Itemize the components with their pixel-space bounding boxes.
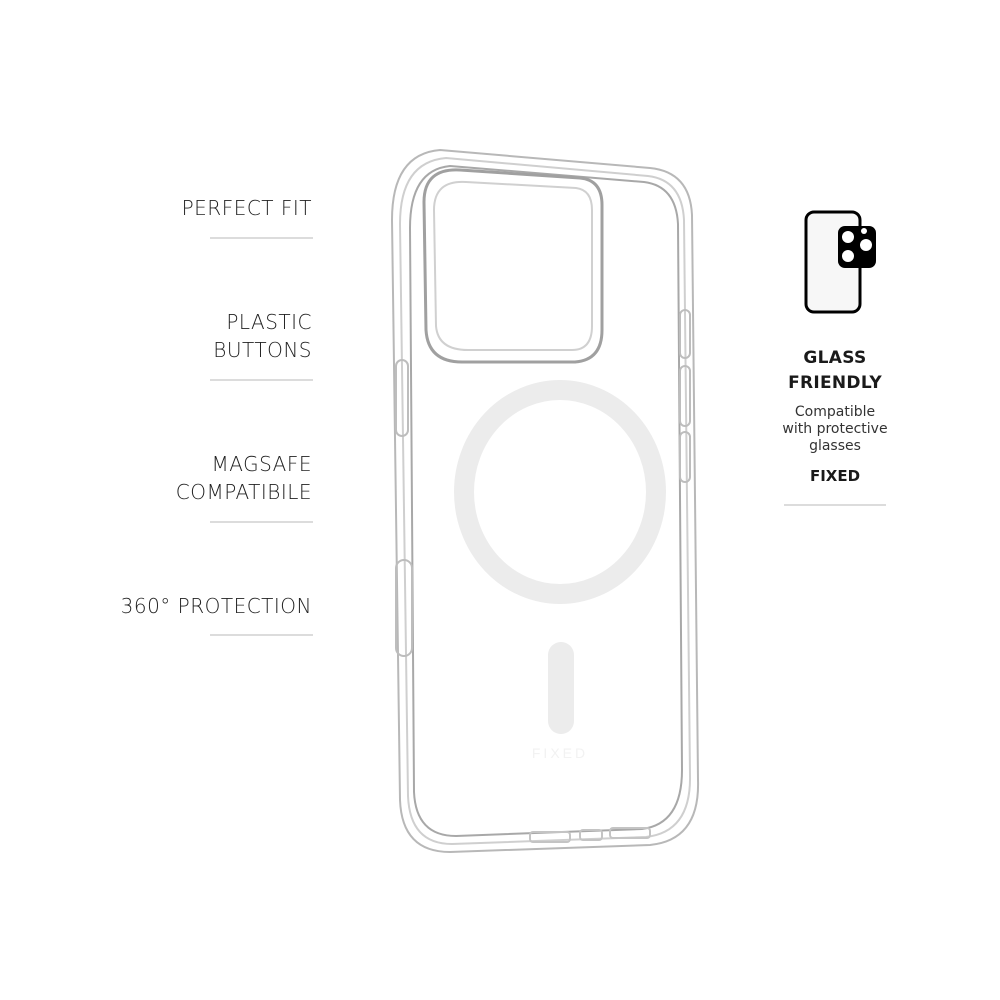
badge-desc-line: Compatible <box>794 404 876 420</box>
divider <box>210 521 313 523</box>
divider <box>210 379 313 381</box>
phone-with-camera-glass-icon <box>804 210 876 314</box>
feature-label: MAGSAFE <box>211 452 312 476</box>
divider <box>784 504 886 506</box>
feature-magsafe-compatible: MAGSAFE COMPATIBILE <box>72 450 312 506</box>
brand-logo: FIXED <box>809 467 861 485</box>
feature-plastic-buttons: PLASTIC BUTTONS <box>72 308 312 364</box>
badge-desc-line: glasses <box>809 438 861 454</box>
divider <box>210 634 313 636</box>
magsafe-ring-icon <box>454 380 666 604</box>
feature-label: COMPATIBILE <box>175 480 312 504</box>
svg-text:FIXED: FIXED <box>532 745 588 761</box>
badge-description: Compatible with protective glasses <box>770 404 900 455</box>
feature-label: 360° PROTECTION <box>120 594 312 618</box>
badge-title: FRIENDLY <box>788 373 882 393</box>
phone-case-image: FIXED <box>390 148 700 854</box>
glass-friendly-badge: GLASS FRIENDLY Compatible with protectiv… <box>770 200 900 485</box>
badge-desc-line: with protective <box>782 421 888 437</box>
badge-title: GLASS <box>803 348 867 368</box>
feature-label: PERFECT FIT <box>181 196 312 220</box>
divider <box>210 237 313 239</box>
feature-360-protection: 360° PROTECTION <box>72 592 312 620</box>
feature-perfect-fit: PERFECT FIT <box>72 194 312 222</box>
feature-label: PLASTIC <box>226 310 312 334</box>
feature-label: BUTTONS <box>213 338 312 362</box>
magsafe-bar-icon <box>548 642 574 734</box>
